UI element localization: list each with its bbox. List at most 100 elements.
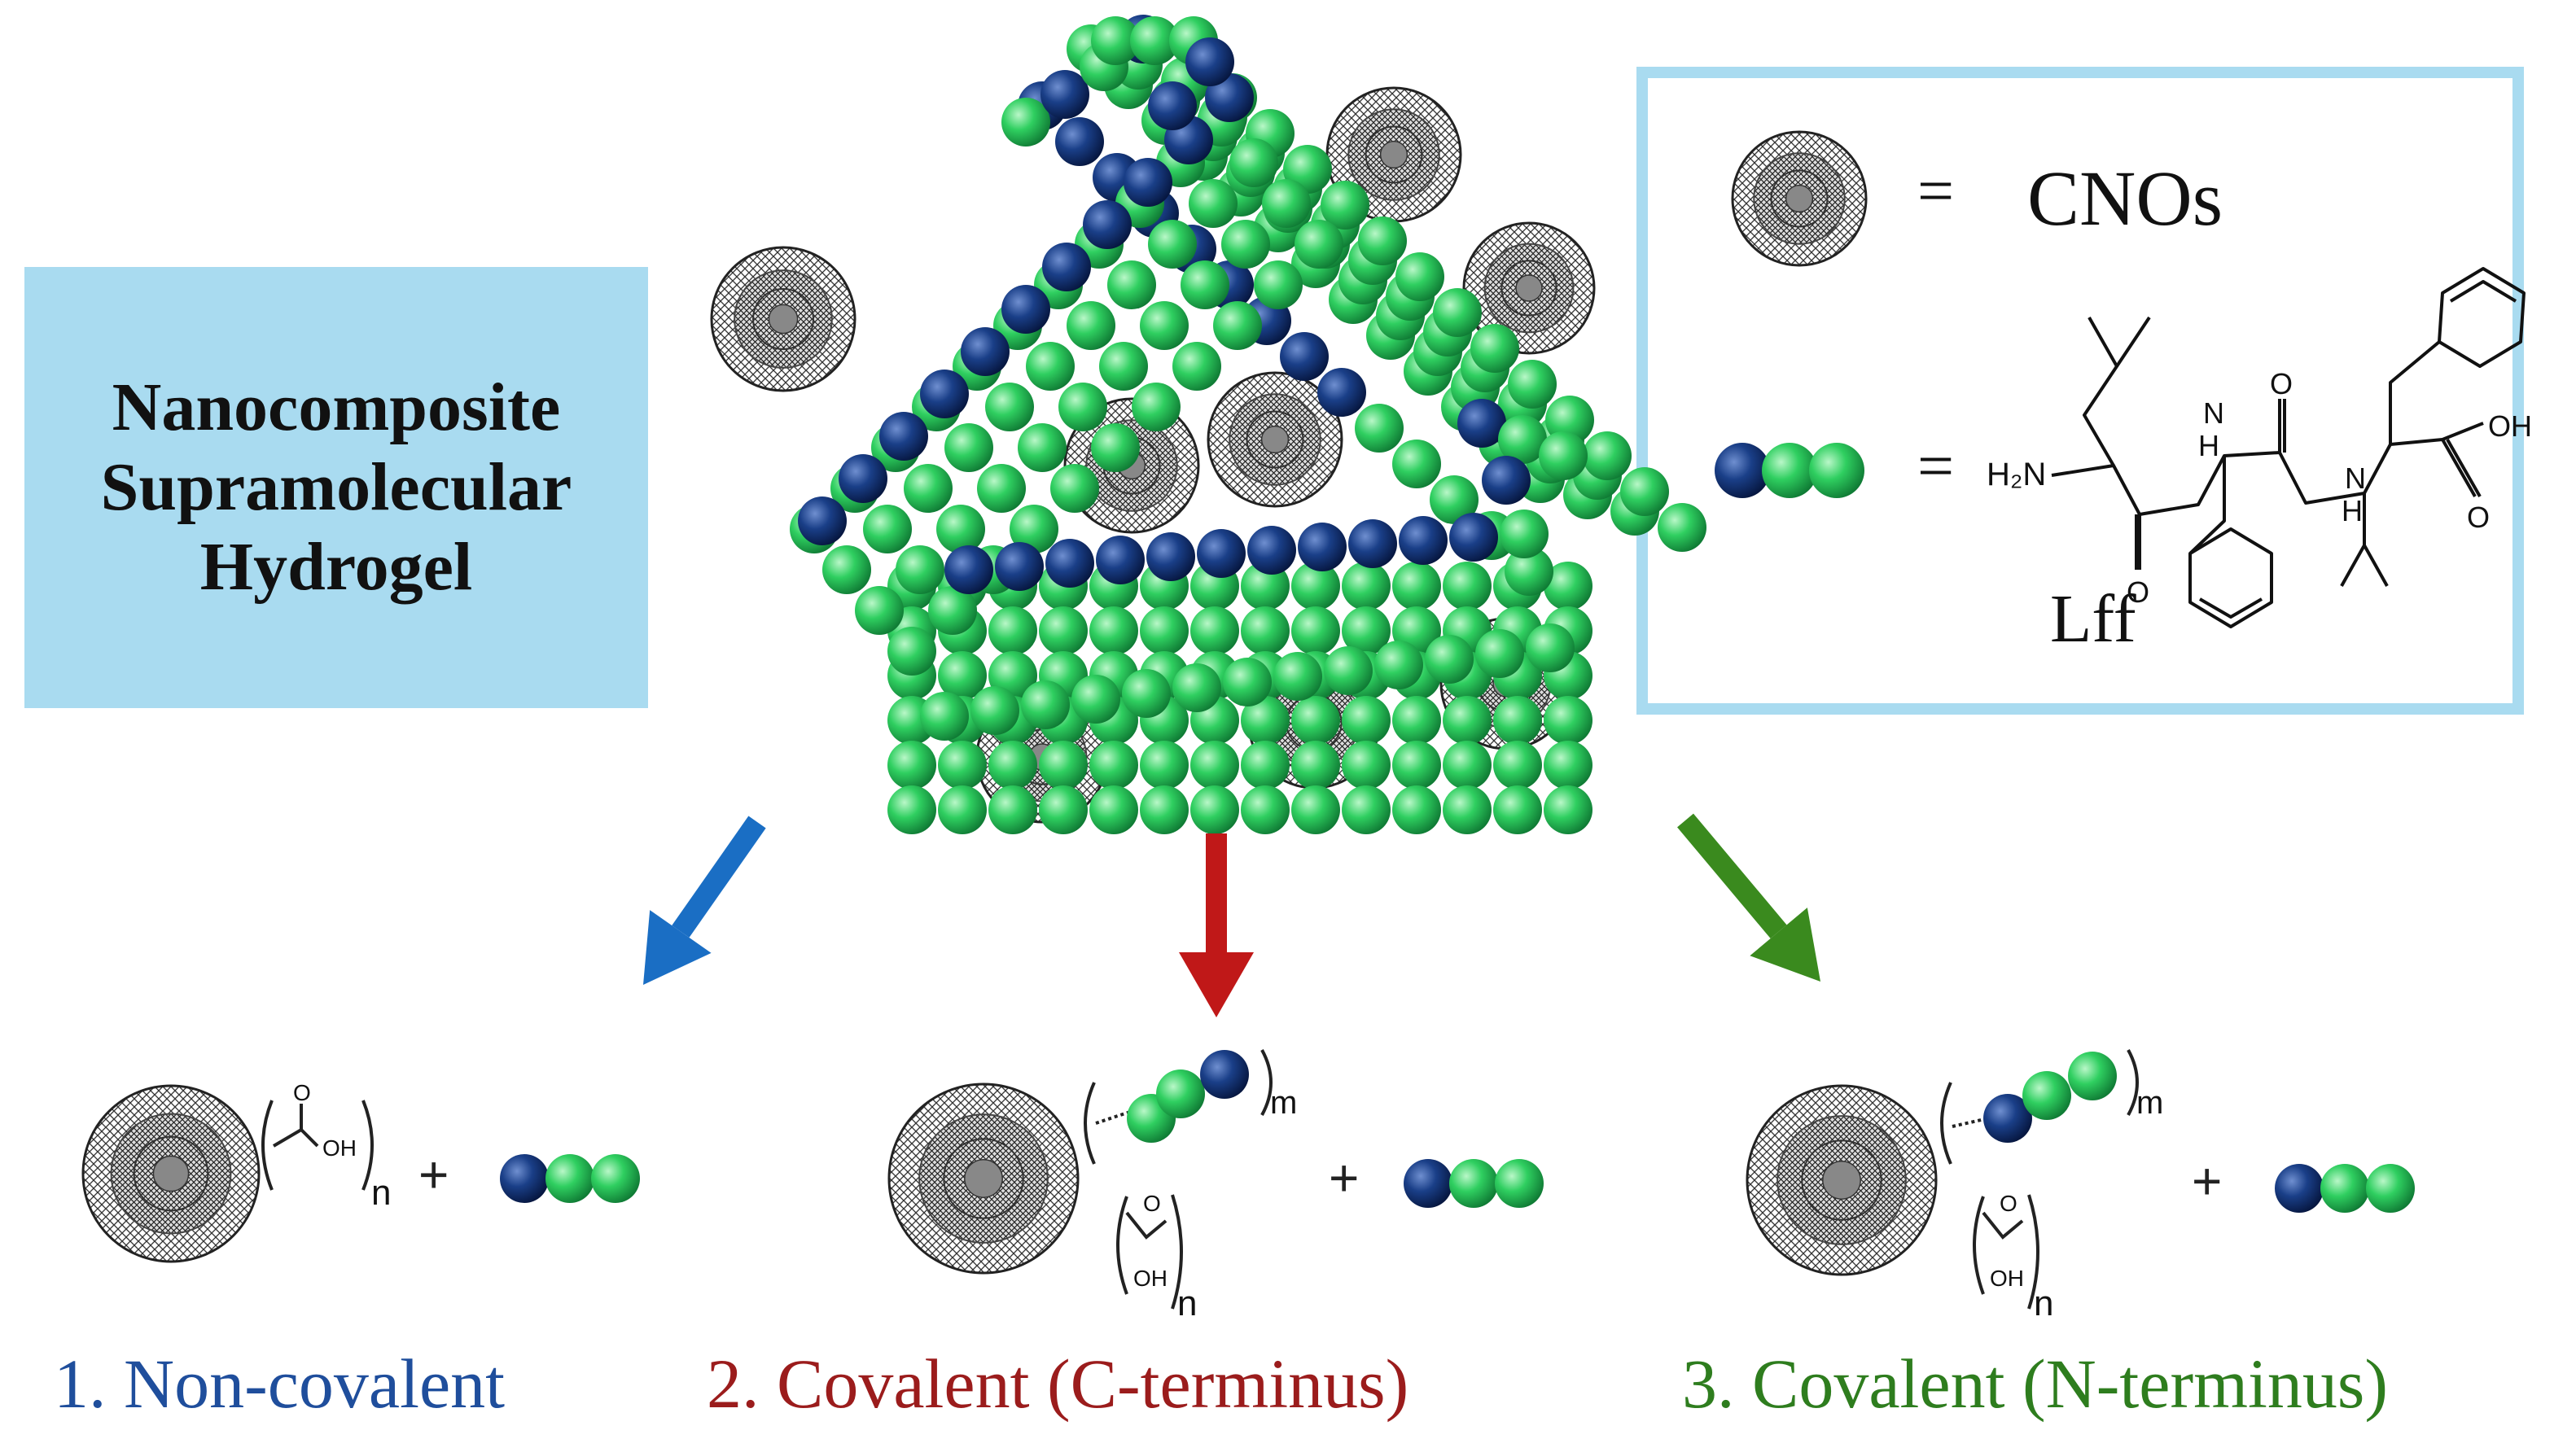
legend-lff-label: Lff <box>2050 581 2136 657</box>
chem-label-nh-1: H <box>2198 429 2219 462</box>
peptide-bead-phenylalanine <box>1449 1159 1498 1208</box>
atom-o-1: O <box>293 1080 311 1105</box>
chem-label-n-1: N <box>2203 396 2224 430</box>
arrow-non-covalent <box>643 816 766 985</box>
peptide-bead-phenylalanine <box>1223 658 1272 706</box>
peptide-bead-phenylalanine <box>928 586 977 635</box>
peptide-bead-phenylalanine <box>1140 606 1189 655</box>
chem-label-oh: OH <box>2488 409 2532 443</box>
peptide-bead-phenylalanine <box>1291 696 1340 745</box>
hydrogel-fibers <box>790 15 1706 834</box>
peptide-bead-phenylalanine <box>1132 383 1181 431</box>
peptide-bead-phenylalanine <box>970 686 1019 735</box>
open-paren <box>1973 1196 1985 1295</box>
peptide-bead-phenylalanine <box>1172 663 1221 712</box>
peptide-bead-phenylalanine <box>1470 324 1519 373</box>
peptide-bead-phenylalanine <box>591 1154 640 1203</box>
subscript-n-3: n <box>2034 1284 2053 1323</box>
peptide-bead-phenylalanine <box>1500 510 1549 558</box>
chem-label-nh-2: H <box>2342 494 2363 527</box>
chem-label-o-2: O <box>2270 367 2293 400</box>
peptide-bead-phenylalanine <box>1342 562 1391 610</box>
peptide-bead-phenylalanine <box>1071 675 1120 724</box>
title-line-2: Supramolecular <box>100 449 572 525</box>
peptide-bead-leucine <box>1348 519 1397 568</box>
peptide-bead-leucine <box>1040 70 1089 119</box>
peptide-bead-phenylalanine <box>1443 562 1492 610</box>
title-line-1: Nanocomposite <box>112 370 561 445</box>
peptide-bead-phenylalanine <box>938 651 987 700</box>
peptide-bead-leucine <box>944 545 993 594</box>
peptide-bead-phenylalanine <box>1241 606 1290 655</box>
peptide-bead-phenylalanine <box>1190 785 1239 834</box>
peptide-bead-phenylalanine <box>1241 696 1290 745</box>
peptide-bead-phenylalanine <box>1190 741 1239 789</box>
peptide-bead-phenylalanine <box>887 785 936 834</box>
peptide-bead-phenylalanine <box>1342 606 1391 655</box>
peptide-bead-phenylalanine <box>1809 443 1864 498</box>
peptide-bead-phenylalanine <box>1039 785 1088 834</box>
method-label-non-covalent: 1. Non-covalent <box>54 1345 506 1423</box>
peptide-bead-phenylalanine <box>1392 785 1441 834</box>
peptide-bead-phenylalanine <box>920 692 969 741</box>
open-paren <box>1084 1082 1096 1165</box>
peptide-bead-phenylalanine <box>1273 652 1322 701</box>
peptide-bead-phenylalanine <box>1089 741 1138 789</box>
peptide-bead-phenylalanine <box>938 741 987 789</box>
peptide-bead-leucine <box>1197 529 1246 578</box>
peptide-bead-phenylalanine <box>1508 360 1557 409</box>
peptide-bead-phenylalanine <box>1544 696 1592 745</box>
peptide-bead-phenylalanine <box>1583 431 1632 480</box>
peptide-bead-leucine <box>1399 516 1448 565</box>
peptide-bead-phenylalanine <box>1140 785 1189 834</box>
peptide-bead-phenylalanine <box>1148 220 1197 269</box>
arrows <box>643 813 1820 1017</box>
peptide-bead-phenylalanine <box>1544 562 1592 610</box>
peptide-bead-phenylalanine <box>1091 423 1140 472</box>
peptide-bead-phenylalanine <box>1140 301 1189 350</box>
peptide-bead-leucine <box>798 496 847 545</box>
peptide-bead-phenylalanine <box>1107 260 1156 309</box>
peptide-bead-phenylalanine <box>1018 423 1067 472</box>
peptide-bead-phenylalanine <box>1493 741 1542 789</box>
peptide-bead-phenylalanine <box>887 627 936 676</box>
peptide-bead-phenylalanine <box>1241 785 1290 834</box>
legend-cnos-label: CNOs <box>2027 155 2223 242</box>
peptide-bead-phenylalanine <box>1262 179 1311 228</box>
plus-sign-1: + <box>418 1145 449 1204</box>
peptide-bead-phenylalanine <box>1658 503 1706 552</box>
peptide-bead-phenylalanine <box>1122 669 1171 718</box>
cooh-bond-3 <box>1982 1211 2024 1240</box>
close-paren <box>1260 1049 1273 1116</box>
peptide-bead-phenylalanine <box>1443 785 1492 834</box>
peptide-bead-phenylalanine <box>1493 785 1542 834</box>
plus-sign-3: + <box>2192 1152 2223 1210</box>
peptide-bead-phenylalanine <box>863 505 912 553</box>
peptide-bead-phenylalanine <box>2068 1052 2117 1100</box>
peptide-bead-phenylalanine <box>1342 785 1391 834</box>
subscript-n-2: n <box>1177 1284 1197 1323</box>
peptide-bead-phenylalanine <box>1342 696 1391 745</box>
peptide-bead-phenylalanine <box>1544 785 1592 834</box>
peptide-bead-phenylalanine <box>822 545 871 594</box>
close-paren <box>2127 1049 2139 1116</box>
peptide-bead-leucine <box>961 327 1010 376</box>
peptide-bead-phenylalanine <box>1189 179 1238 228</box>
peptide-bead-phenylalanine <box>1443 741 1492 789</box>
peptide-bead-phenylalanine <box>1433 288 1482 337</box>
peptide-bead-phenylalanine <box>1425 635 1474 684</box>
peptide-bead-phenylalanine <box>985 383 1034 431</box>
peptide-bead-phenylalanine <box>1498 415 1547 464</box>
peptide-bead-phenylalanine <box>1241 741 1290 789</box>
peptide-bead-phenylalanine <box>1539 431 1588 480</box>
peptide-bead-phenylalanine <box>1493 696 1542 745</box>
subscript-n-1: n <box>371 1173 391 1213</box>
peptide-bead-leucine <box>1045 539 1094 588</box>
peptide-bead-phenylalanine <box>1291 562 1340 610</box>
peptide-bead-phenylalanine <box>977 464 1026 513</box>
subscript-m-2: m <box>2136 1085 2163 1121</box>
atom-oh-1: OH <box>322 1135 357 1161</box>
peptide-bead-phenylalanine <box>1620 467 1669 516</box>
peptide-bead-phenylalanine <box>1001 98 1050 147</box>
